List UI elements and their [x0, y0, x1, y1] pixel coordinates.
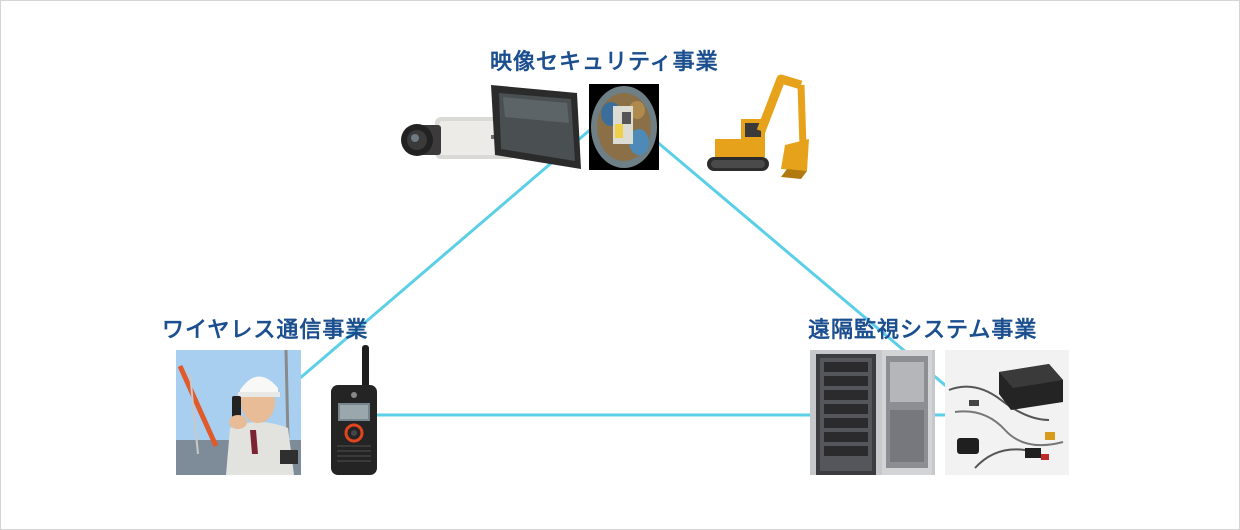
edge-video-wireless — [298, 127, 592, 381]
fisheye-camera-view-icon — [591, 86, 657, 168]
vehicle-monitor-image — [491, 83, 583, 171]
server-rack-icon — [810, 350, 935, 475]
node-title-video-security: 映像セキュリティ事業 — [490, 50, 719, 75]
node-title-wireless: ワイヤレス通信事業 — [162, 318, 369, 343]
server-racks-image — [810, 350, 935, 475]
excavator-icon — [707, 74, 809, 179]
worker-with-radio-image — [176, 350, 301, 475]
control-unit-image — [945, 350, 1069, 475]
edge-video-remote — [655, 139, 947, 388]
walkie-talkie-icon — [331, 345, 377, 475]
fisheye-view-image — [589, 84, 659, 170]
monitor-icon — [491, 85, 581, 169]
control-unit-with-cables-icon — [945, 350, 1069, 475]
excavator-image — [701, 73, 813, 185]
walkie-talkie-image — [329, 345, 379, 477]
worker-with-radio-icon — [176, 350, 301, 475]
node-title-remote-monitoring: 遠隔監視システム事業 — [808, 318, 1038, 343]
